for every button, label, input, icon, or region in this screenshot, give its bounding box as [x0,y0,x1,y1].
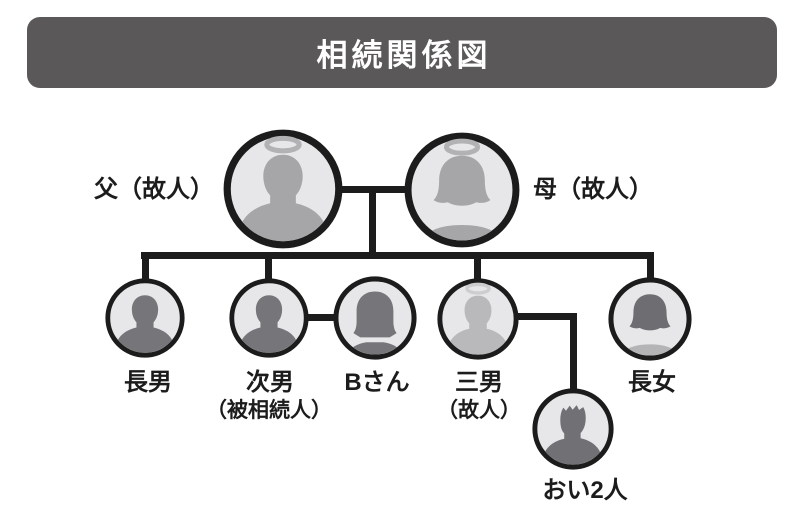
halo-icon [443,138,481,156]
second-son-sublabel: （被相続人） [206,399,332,422]
eldest-daughter-drop-line [647,255,654,283]
person-silhouette-icon [333,276,417,360]
father-label: 父（故人） [94,176,214,203]
person-silhouette-icon [223,129,343,249]
person-silhouette-icon [229,278,309,358]
nephews-label: おい2人 [542,477,628,504]
halo-icon [465,282,491,295]
eldest-son-avatar [105,278,185,358]
second-son-drop-line [265,255,272,283]
person-silhouette-icon [404,132,520,248]
person-silhouette-icon [437,278,519,360]
b-san-label: Bさん [344,369,410,396]
mother-avatar [404,132,520,248]
eldest-son-drop-line [142,255,149,283]
b-san-avatar [333,276,417,360]
third-son-sublabel: （故人） [437,399,521,422]
eldest-daughter-label: 長女 [628,369,676,396]
third-son-avatar [437,278,519,360]
third-son-child-line-h [505,313,577,320]
diagram-title: 相続関係図 [316,38,492,73]
diagram-title-bar: 相続関係図 [27,17,777,88]
mother-label: 母（故人） [533,176,653,203]
father-avatar [223,129,343,249]
halo-icon [264,135,302,154]
eldest-daughter-avatar [608,277,692,361]
person-silhouette-icon [532,388,614,470]
eldest-son-label: 長男 [124,369,172,396]
parents-descent-line [369,189,376,259]
person-silhouette-icon [608,277,692,361]
third-son-child-line-v [570,316,577,393]
second-son-avatar [229,278,309,358]
person-silhouette-icon [105,278,185,358]
second-son-label: 次男 [246,369,294,396]
third-son-drop-line [474,255,481,283]
second-son-marriage-line [300,314,340,321]
nephews-avatar [532,388,614,470]
third-son-label: 三男 [455,369,503,396]
siblings-bar-line [141,252,654,259]
